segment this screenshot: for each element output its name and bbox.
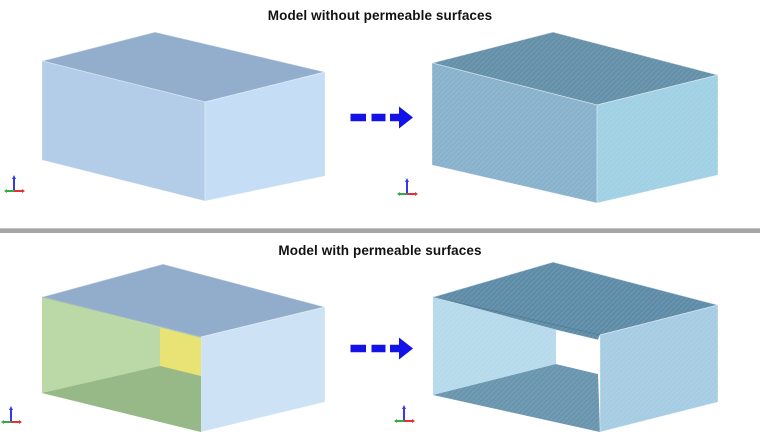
transform-arrow-icon (350, 337, 413, 360)
bottom-panel-title: Model with permeable surfaces (278, 243, 482, 258)
arrow-head (399, 106, 413, 129)
y-axis-arrowhead (397, 192, 400, 196)
x-axis-arrowhead (412, 419, 415, 423)
panel-separator (0, 228, 760, 233)
mesh-texture-overlay (432, 32, 718, 203)
z-axis-arrowhead (12, 175, 16, 179)
permeable-opening (556, 330, 598, 374)
x-axis-arrowhead (415, 192, 418, 196)
z-axis-arrowhead (402, 405, 406, 409)
axis-triad-icon (1, 406, 22, 424)
interior-ceiling-through-green (42, 297, 201, 337)
y-axis-arrowhead (4, 189, 7, 193)
top-panel-title: Model without permeable surfaces (267, 8, 493, 23)
permeable-yellow-wall (160, 328, 201, 376)
transform-arrow-icon (350, 106, 413, 129)
mesh-texture-overlay (433, 262, 718, 432)
mesh-permeable-box (432, 261, 719, 433)
axis-triad-icon (4, 175, 25, 193)
y-axis-arrowhead (1, 420, 4, 424)
y-axis-arrowhead (394, 419, 397, 423)
z-axis-arrowhead (9, 406, 13, 410)
interior-floor-through-green (42, 366, 201, 432)
x-axis-arrowhead (19, 420, 22, 424)
mesh-solid-box (431, 31, 719, 204)
z-axis-arrowhead (405, 178, 409, 182)
cad-permeable-box (41, 263, 326, 433)
axis-triad-icon (397, 178, 418, 196)
box-right-face (204, 71, 326, 202)
arrow-head (399, 337, 413, 360)
axis-triad-icon (394, 405, 415, 423)
cad-solid-box (41, 31, 326, 202)
top-front-edge (41, 296, 202, 338)
x-axis-arrowhead (22, 189, 25, 193)
